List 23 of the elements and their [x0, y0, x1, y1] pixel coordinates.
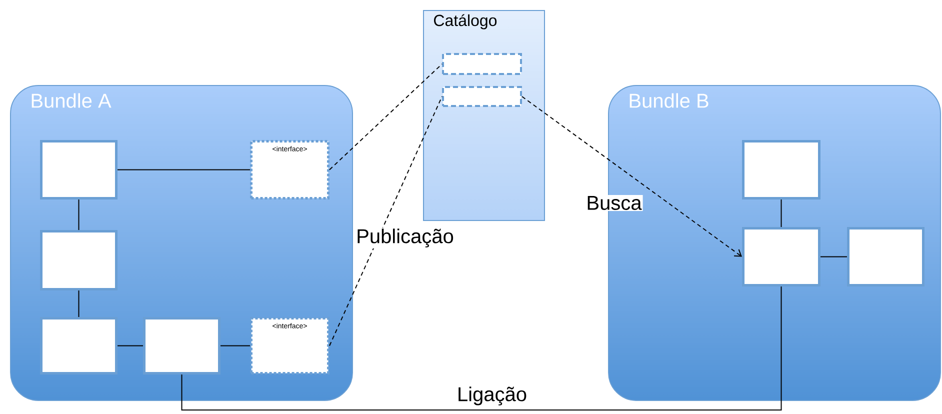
connector-line [820, 256, 848, 258]
connector-line [117, 345, 144, 346]
connector-line [181, 286, 782, 410]
edge-label: Busca [585, 195, 643, 211]
component-box [742, 227, 820, 286]
slot-box [442, 86, 522, 107]
component-box [847, 227, 924, 286]
connector-line [78, 199, 80, 230]
connector-line [117, 169, 250, 170]
component-box [40, 230, 118, 290]
edge-label: Ligação [456, 386, 528, 406]
arrow [522, 96, 742, 257]
connector-line [780, 199, 782, 228]
connector-line [220, 345, 250, 346]
component-box [40, 140, 118, 200]
slot-box [442, 53, 522, 75]
component-box [143, 317, 220, 374]
component-box [40, 317, 118, 374]
component-box [742, 140, 820, 200]
edge-label: Publicação [355, 228, 455, 248]
connector-line [78, 290, 80, 318]
connector-line [329, 96, 442, 346]
connector-line [329, 64, 442, 170]
